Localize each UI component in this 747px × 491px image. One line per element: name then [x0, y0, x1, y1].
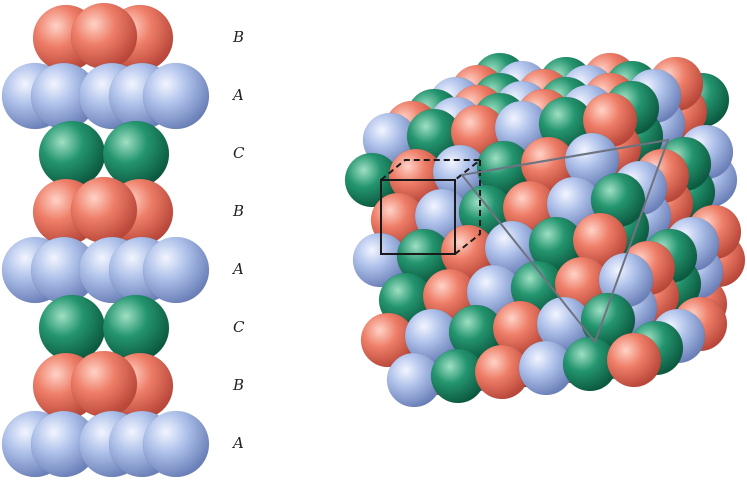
lattice-layer-6 — [344, 92, 662, 408]
sphere-icon — [142, 62, 210, 130]
layer-label-8: A — [231, 434, 244, 452]
sphere-icon — [102, 294, 170, 362]
cube-front-face — [380, 179, 456, 255]
close-packed-plane-triangle-icon — [460, 138, 670, 345]
cube-top-edges — [380, 159, 483, 181]
fcc-lattice-block — [344, 52, 746, 408]
sphere-icon — [38, 120, 106, 188]
sphere-icon — [38, 294, 106, 362]
layer-label-4: B — [232, 202, 244, 220]
layer-label-3: C — [233, 144, 245, 162]
stack-layer-7 — [32, 350, 174, 420]
unit-cube-outline-icon — [380, 159, 483, 255]
layer-labels: B A C B A C B A — [231, 28, 245, 452]
stack-layer-6 — [38, 294, 170, 362]
layer-label-5: A — [231, 260, 244, 278]
stack-layer-2 — [1, 62, 210, 130]
cube-right-edges — [454, 160, 481, 255]
stack-layer-4 — [32, 176, 174, 246]
stack-layer-5 — [1, 236, 210, 304]
stack-layer-8 — [1, 410, 210, 478]
sphere-icon — [142, 410, 210, 478]
layer-label-1: B — [232, 28, 244, 46]
triangle-outline — [460, 138, 670, 345]
sphere-icon — [70, 350, 138, 418]
sphere-icon — [70, 2, 138, 70]
layer-stack — [1, 2, 210, 478]
sphere-icon — [606, 332, 662, 388]
stack-layer-1 — [32, 2, 174, 72]
layer-label-7: B — [232, 376, 244, 394]
sphere-icon — [102, 120, 170, 188]
sphere-icon — [70, 176, 138, 244]
layer-label-2: A — [231, 86, 244, 104]
layer-label-6: C — [233, 318, 245, 336]
stack-layer-3 — [38, 120, 170, 188]
sphere-icon — [142, 236, 210, 304]
